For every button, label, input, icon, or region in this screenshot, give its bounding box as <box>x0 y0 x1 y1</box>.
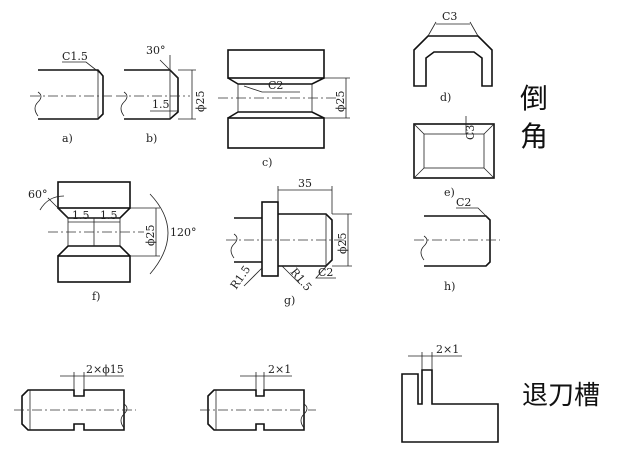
figure-g: 35 ϕ25 R1.5 R1.5 C2 g) <box>226 177 352 307</box>
figure-e: C3 e) <box>413 116 495 199</box>
label-g-chamfer: C2 <box>318 266 333 279</box>
heading-chamfer-2: 角 <box>520 120 548 153</box>
label-d-chamfer: C3 <box>442 10 457 23</box>
caption-e: e) <box>444 186 455 199</box>
label-c-diameter: ϕ25 <box>334 91 347 113</box>
label-g-length: 35 <box>298 177 312 190</box>
label-groove-1: 2×ϕ15 <box>86 363 124 376</box>
label-a-chamfer: C1.5 <box>62 50 88 63</box>
label-groove-2: 2×1 <box>268 363 291 376</box>
heading-chamfer-1: 倒 <box>520 82 548 115</box>
figure-b: 30° 1.5 ϕ25 b) <box>116 44 207 145</box>
label-f-length-2: 1.5 <box>100 209 118 222</box>
label-g-diameter: ϕ25 <box>336 233 349 255</box>
label-f-angle-120: 120° <box>170 226 197 239</box>
caption-g: g) <box>284 294 295 307</box>
label-b-length: 1.5 <box>152 98 170 111</box>
undercut-figure-3: 2×1 <box>401 343 499 443</box>
undercut-figure-1: 2×ϕ15 <box>14 363 136 431</box>
label-c-chamfer: C2 <box>268 79 283 92</box>
figure-d: C3 d) <box>413 10 493 104</box>
caption-b: b) <box>146 132 157 145</box>
figure-c: C2 ϕ25 c) <box>218 49 350 169</box>
label-e-chamfer: C3 <box>464 125 477 140</box>
label-f-diameter: ϕ25 <box>144 225 157 247</box>
figure-f: 60° 1.5 1.5 ϕ25 120° f) <box>28 181 197 303</box>
label-g-radius-1: R1.5 <box>228 263 253 292</box>
undercut-figure-2: 2×1 <box>200 363 316 431</box>
label-g-radius-2: R1.5 <box>288 266 315 294</box>
caption-d: d) <box>440 91 451 104</box>
heading-undercut: 退刀槽 <box>522 381 600 411</box>
label-f-angle-60: 60° <box>28 188 48 201</box>
figure-a: C1.5 a) <box>30 50 112 145</box>
label-b-diameter: ϕ25 <box>194 91 207 113</box>
label-groove-3: 2×1 <box>436 343 459 356</box>
caption-a: a) <box>62 132 73 145</box>
caption-c: c) <box>262 156 272 169</box>
caption-h: h) <box>444 280 455 293</box>
caption-f: f) <box>92 290 100 303</box>
label-f-length-1: 1.5 <box>72 209 90 222</box>
figure-h: C2 h) <box>414 196 500 293</box>
label-b-angle: 30° <box>146 44 166 57</box>
label-h-chamfer: C2 <box>456 196 471 209</box>
